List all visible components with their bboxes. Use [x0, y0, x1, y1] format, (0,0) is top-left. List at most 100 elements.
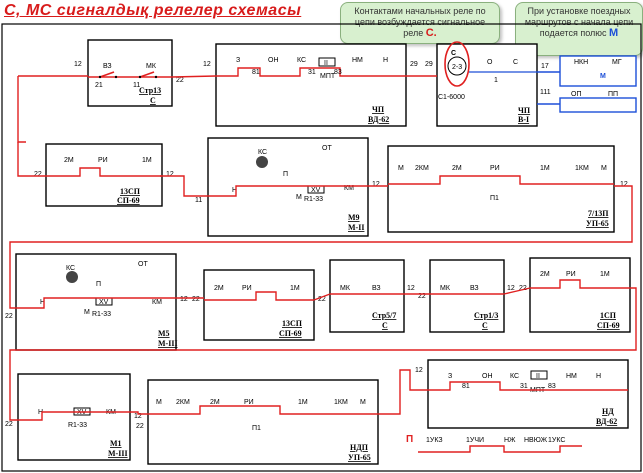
contact-label: 2М — [210, 399, 220, 406]
contact-label: R1-33 — [304, 196, 323, 203]
block-name: 13СП — [120, 187, 141, 196]
callout-pole-highlight: М — [609, 27, 619, 39]
block-name: М5 — [158, 329, 170, 338]
contact-label: РИ — [98, 157, 108, 164]
wire-label: 12 — [74, 61, 82, 68]
wire-label: 22 — [34, 171, 42, 178]
relay-label: С — [451, 50, 456, 57]
contact-label: ОП — [571, 91, 581, 98]
contact-label: РИ — [244, 399, 254, 406]
contact-label: 2М — [540, 271, 550, 278]
contact-label: П1 — [252, 425, 261, 432]
pole-label: М — [600, 73, 606, 80]
block-type: ВД-62 — [368, 115, 389, 124]
contact-label: XV — [99, 299, 109, 306]
wire-label: 12 — [620, 181, 628, 188]
block-m9: КС П ОТ Н XV М R1-33 КМ М9 М-II — [207, 137, 369, 237]
wire-label: 22 — [192, 296, 200, 303]
block-ndp: М 2КМ 2М РИ 1М 1КМ М П1 НДП УП-65 — [147, 379, 379, 465]
contact-label: ОН — [268, 57, 279, 64]
block-type: УП-65 — [586, 219, 609, 228]
block-713p: М 2КМ 2М РИ 1М 1КМ М П1 7/13П УП-65 — [387, 145, 615, 233]
wire-label: 22 — [418, 293, 426, 300]
pin-label: 81 — [462, 383, 470, 390]
wire-label: 22 — [318, 296, 326, 303]
contact-label: 1УКЗ — [426, 437, 443, 444]
bottom-chain: П 1УКЗ 1УЧИ НЖ НВЮЖ 1УКС — [406, 434, 582, 453]
block-nd: З ОН КС II МПТ НМ Н 81 31 83 НД ВД-62 — [427, 359, 629, 429]
pin-label: 21 — [95, 82, 103, 89]
block-name: 1СП — [600, 311, 617, 320]
contact-label: П — [96, 281, 101, 288]
contact-label: II — [324, 60, 328, 67]
contact-label: РИ — [242, 285, 252, 292]
wire-label: 22 — [5, 313, 13, 320]
contact-label: ОН — [482, 373, 493, 380]
block-m5: КС П ОТ Н XV М R1-33 КМ М5 М-III — [15, 253, 178, 351]
contact-label: ВЗ — [103, 63, 112, 70]
page-title: С, МС сигналдық релелер схемасы — [4, 2, 302, 19]
contact-label: П1 — [490, 195, 499, 202]
block-type: М-III — [108, 449, 128, 458]
block-1sp: 2М РИ 1М 1СП СП-69 — [529, 257, 631, 333]
contact-label: ПП — [608, 91, 618, 98]
outer-frame — [1, 23, 642, 472]
wire-label: 12 — [407, 285, 415, 292]
block-name: Стр1/3 — [474, 311, 498, 320]
block-name: НДП — [350, 443, 369, 452]
block-type: С — [482, 321, 488, 330]
contact-label: II — [536, 373, 540, 380]
pin-label: 81 — [252, 69, 260, 76]
pin-label: 31 — [308, 69, 316, 76]
relay-number: 2-3 — [452, 64, 462, 71]
contact-label: ОТ — [138, 261, 148, 268]
contact-label: КС — [297, 57, 306, 64]
contact-label: 2М — [214, 285, 224, 292]
contact-label: XV — [311, 187, 321, 194]
contact-label: 2М — [64, 157, 74, 164]
callout-pole-text: При установке поездных маршрутов с начал… — [524, 6, 634, 38]
contact-label: КМ — [344, 185, 354, 192]
wire-label: 17 — [541, 63, 549, 70]
block-type: М-III — [158, 339, 178, 348]
block-type: УП-65 — [348, 453, 371, 462]
pole-label: П — [406, 434, 413, 445]
contact-label: 1КМ — [575, 165, 589, 172]
block-type: ВД-62 — [596, 417, 617, 426]
block-chp-v1: С 2-3 С1-6000 О С ЧП В-I — [436, 41, 538, 127]
contact-label: 1УЧИ — [466, 437, 484, 444]
wire-label: 12 — [134, 413, 142, 420]
wire-label: 22 — [176, 77, 184, 84]
wire-label: 22 — [519, 285, 527, 292]
contact-label: Н — [232, 187, 237, 194]
wire-label: 111 — [540, 89, 551, 96]
contact-label: З — [236, 57, 240, 64]
contact-label: НВЮЖ — [524, 437, 548, 444]
contact-label: 1КМ — [334, 399, 348, 406]
contact-label: КС — [510, 373, 519, 380]
block-chp-vd62: З ОН КС II МПТ НМ Н 81 31 83 ЧП ВД-62 — [215, 43, 407, 127]
contact-label: П — [283, 171, 288, 178]
wire-label: 11 — [195, 197, 202, 204]
block-str13b: МК ВЗ Стр1/3 С — [429, 259, 505, 333]
block-type: СП-69 — [117, 196, 140, 205]
contact-label: 1М — [290, 285, 300, 292]
contact-label: 1М — [142, 157, 152, 164]
block-type: СП-69 — [279, 329, 302, 338]
block-name: ЧП — [372, 105, 385, 114]
contact-label: R1-33 — [92, 311, 111, 318]
contact-label: НЖ — [504, 437, 516, 444]
contact-label: Н — [383, 57, 388, 64]
pin-label: 11 — [133, 82, 140, 89]
contact-label: З — [448, 373, 452, 380]
block-pole: НКН МГ М 111 ОП ПП 17 — [540, 55, 637, 113]
block-name: НД — [602, 407, 614, 416]
side-label: С1-6000 — [438, 94, 465, 101]
wire-label: 12 — [372, 181, 380, 188]
block-type: М-II — [348, 223, 364, 232]
contact-label: КС — [66, 265, 75, 272]
connecting-wires — [9, 71, 637, 421]
callout-signal-relay: Контактами начальных реле по цепи возбуж… — [340, 2, 500, 44]
